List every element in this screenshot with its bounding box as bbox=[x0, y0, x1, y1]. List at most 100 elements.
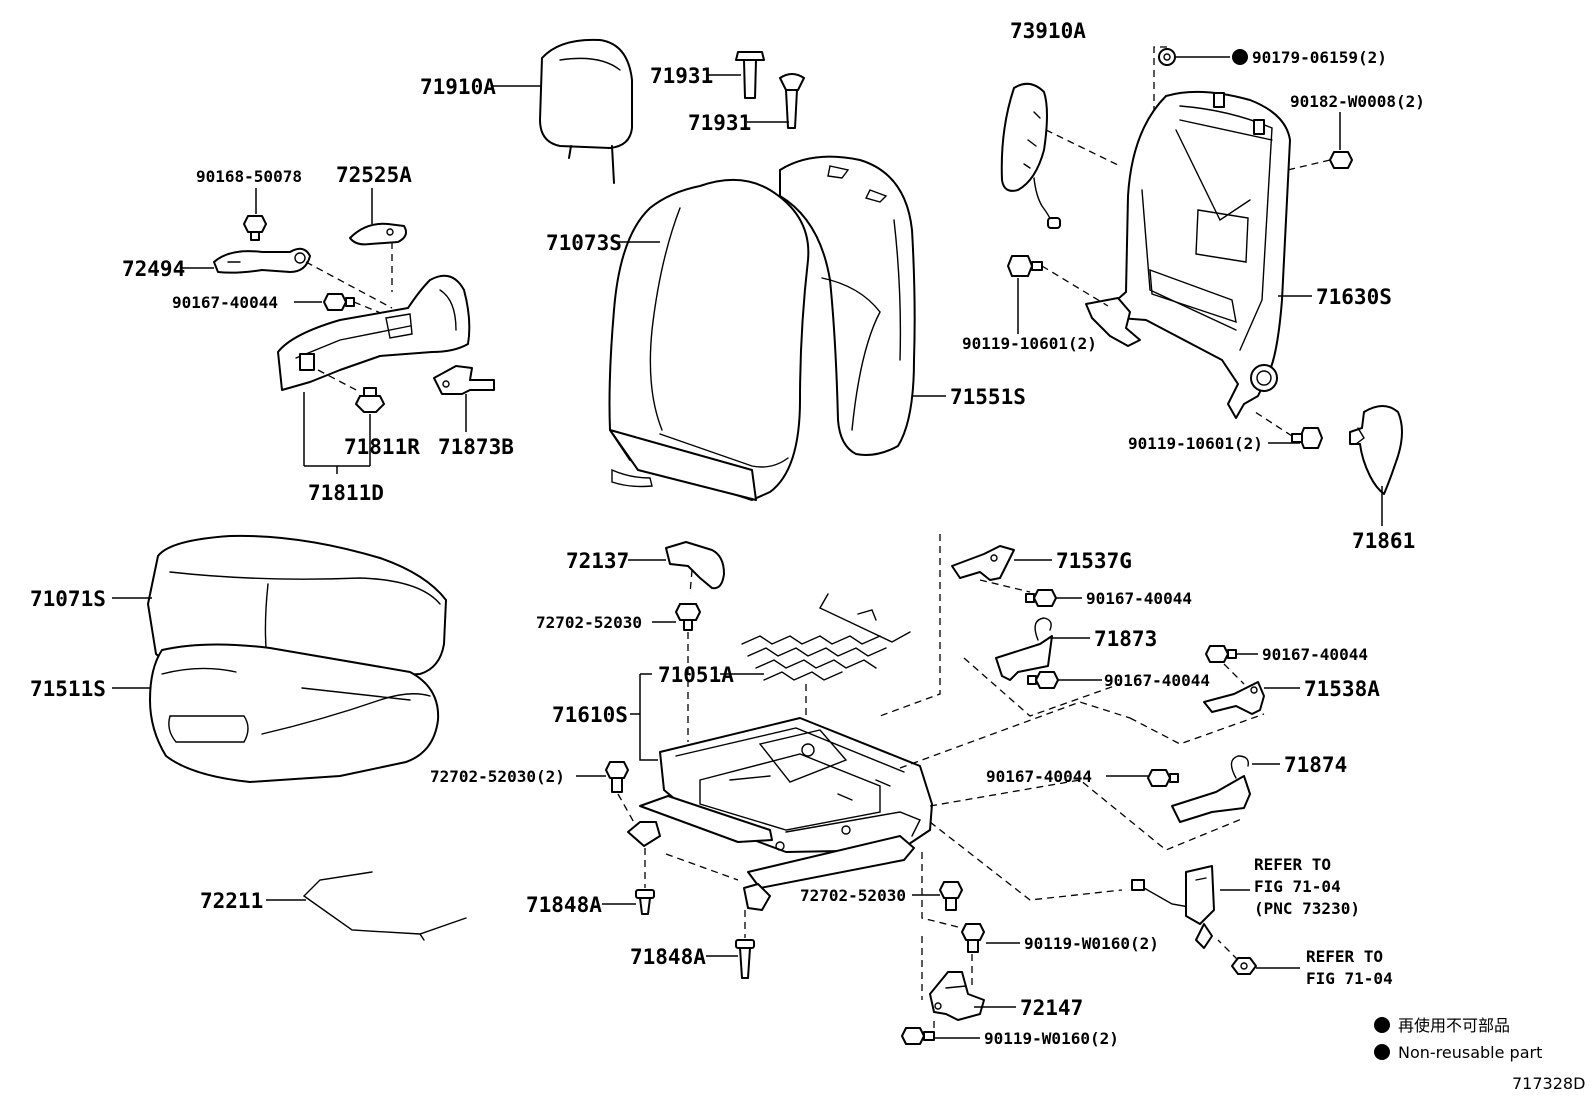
hook-71873[interactable] bbox=[995, 617, 1053, 681]
label-90182: 90182-W0008(2) bbox=[1290, 92, 1425, 111]
legend-bullet-1 bbox=[1374, 1017, 1390, 1033]
label-72702-upper: 72702-52030 bbox=[536, 613, 642, 632]
label-71811D: 71811D bbox=[308, 481, 384, 505]
label-90167-c: 90167-40044 bbox=[1104, 671, 1210, 690]
dash-72494 bbox=[305, 261, 393, 309]
label-72494: 72494 bbox=[122, 257, 185, 281]
headrest-71910A[interactable] bbox=[539, 38, 633, 184]
label-90119-upper: 90119-10601(2) bbox=[962, 334, 1097, 353]
label-71071S: 71071S bbox=[30, 587, 106, 611]
bolt-90119-upper[interactable] bbox=[1007, 255, 1043, 277]
screw-90167-c[interactable] bbox=[1027, 671, 1059, 689]
dash-refer2 bbox=[1217, 939, 1239, 961]
label-71910A: 71910A bbox=[420, 75, 496, 99]
label-71873B: 71873B bbox=[438, 435, 514, 459]
nut-90179[interactable] bbox=[1158, 48, 1176, 66]
shield-71811D[interactable] bbox=[277, 274, 471, 391]
handle-72494[interactable] bbox=[213, 247, 311, 274]
bolt-90119W-upper[interactable] bbox=[961, 923, 985, 953]
bolt-90182[interactable] bbox=[1329, 151, 1353, 169]
dash-71811R bbox=[317, 369, 361, 393]
label-73910A: 73910A bbox=[1010, 19, 1086, 43]
label-71537G: 71537G bbox=[1056, 549, 1132, 573]
screw-90167-d[interactable] bbox=[1205, 645, 1237, 663]
screw-90167-left[interactable] bbox=[323, 293, 355, 311]
bracket-72137[interactable] bbox=[665, 541, 725, 590]
non-reusable-mark-90179 bbox=[1232, 49, 1248, 65]
dash-frame-pin bbox=[665, 853, 739, 881]
label-71861: 71861 bbox=[1352, 529, 1415, 553]
label-90167-left: 90167-40044 bbox=[172, 293, 278, 312]
dash-71537G-bolt bbox=[979, 579, 1031, 593]
seatback-frame-71630S[interactable] bbox=[1085, 90, 1291, 419]
dash-90119-lower bbox=[1251, 409, 1293, 437]
side-airbag-73910A[interactable] bbox=[1000, 82, 1061, 229]
legend-bullet-2 bbox=[1374, 1044, 1390, 1060]
label-71873: 71873 bbox=[1094, 627, 1157, 651]
screw-72702-lower[interactable] bbox=[939, 881, 963, 911]
screw-90168[interactable] bbox=[243, 215, 267, 241]
legend-line2: Non-reusable part bbox=[1398, 1043, 1542, 1062]
dash-71538A bbox=[899, 701, 1265, 769]
refer2-line2: FIG 71-04 bbox=[1306, 969, 1393, 988]
dash-72137 bbox=[689, 569, 693, 595]
screw-72702-left[interactable] bbox=[605, 761, 629, 793]
recliner-cover-71861[interactable] bbox=[1349, 405, 1403, 495]
label-71874: 71874 bbox=[1284, 753, 1347, 777]
dash-72702-lower bbox=[921, 852, 971, 931]
clip-71811R[interactable] bbox=[355, 387, 385, 413]
label-71073S: 71073S bbox=[546, 231, 622, 255]
label-72147: 72147 bbox=[1020, 996, 1083, 1020]
label-90167-b: 90167-40044 bbox=[1086, 589, 1192, 608]
seatbelt-buckle[interactable] bbox=[1131, 865, 1215, 949]
label-72137: 72137 bbox=[566, 549, 629, 573]
bracket-71537G[interactable] bbox=[951, 545, 1015, 581]
screw-72702-upper[interactable] bbox=[675, 603, 701, 631]
wire-72211[interactable] bbox=[303, 871, 467, 941]
label-71511S: 71511S bbox=[30, 677, 106, 701]
pin-71848A-a[interactable] bbox=[635, 889, 655, 915]
label-72702-lower: 72702-52030 bbox=[800, 886, 906, 905]
refer1-line2: FIG 71-04 bbox=[1254, 877, 1341, 896]
hook-71874[interactable] bbox=[1171, 755, 1251, 823]
label-90179: 90179-06159(2) bbox=[1252, 48, 1387, 67]
spring-mat-71051A[interactable] bbox=[741, 593, 911, 681]
screw-90167-b[interactable] bbox=[1025, 589, 1057, 607]
bracket-71873B[interactable] bbox=[433, 365, 495, 395]
guide-71931-bottom[interactable] bbox=[779, 73, 805, 129]
label-90167-e: 90167-40044 bbox=[986, 767, 1092, 786]
label-90167-d: 90167-40044 bbox=[1262, 645, 1368, 664]
dash-90182 bbox=[1219, 159, 1331, 187]
dash-71874 bbox=[929, 779, 1245, 851]
bolt-90119W-lower[interactable] bbox=[901, 1027, 935, 1045]
screw-90167-e[interactable] bbox=[1147, 769, 1179, 787]
label-71931-bottom: 71931 bbox=[688, 111, 751, 135]
knob-72525A[interactable] bbox=[349, 222, 407, 246]
label-71551S: 71551S bbox=[950, 385, 1026, 409]
seat-frame-71610S[interactable] bbox=[627, 717, 933, 911]
bracket-71538A[interactable] bbox=[1203, 681, 1265, 715]
pin-71848A-b[interactable] bbox=[735, 939, 755, 979]
dash-73910A bbox=[1045, 129, 1121, 167]
bolt-90119-lower[interactable] bbox=[1291, 427, 1323, 449]
label-71848A-b: 71848A bbox=[630, 945, 706, 969]
label-72211: 72211 bbox=[200, 889, 263, 913]
label-90119W-lower: 90119-W0160(2) bbox=[984, 1029, 1119, 1048]
guide-71931-top[interactable] bbox=[735, 51, 765, 99]
seat-cushion-pad-71511S[interactable] bbox=[149, 643, 440, 783]
dash-71537G bbox=[879, 534, 941, 717]
dash-90167-d bbox=[1223, 663, 1245, 685]
label-90168: 90168-50078 bbox=[196, 167, 302, 186]
seatback-cover-71073S[interactable] bbox=[608, 178, 810, 501]
bracket-72147[interactable] bbox=[929, 971, 985, 1021]
label-90119W-upper: 90119-W0160(2) bbox=[1024, 934, 1159, 953]
label-71630S: 71630S bbox=[1316, 285, 1392, 309]
seatback-pad-71551S[interactable] bbox=[779, 155, 916, 456]
label-71051A: 71051A bbox=[658, 663, 734, 687]
dash-72702-left bbox=[617, 793, 637, 827]
refer2-line1: REFER TO bbox=[1306, 947, 1383, 966]
refer1-line1: REFER TO bbox=[1254, 855, 1331, 874]
nut-refer2[interactable] bbox=[1231, 957, 1257, 975]
dash-buckle bbox=[929, 821, 1123, 901]
